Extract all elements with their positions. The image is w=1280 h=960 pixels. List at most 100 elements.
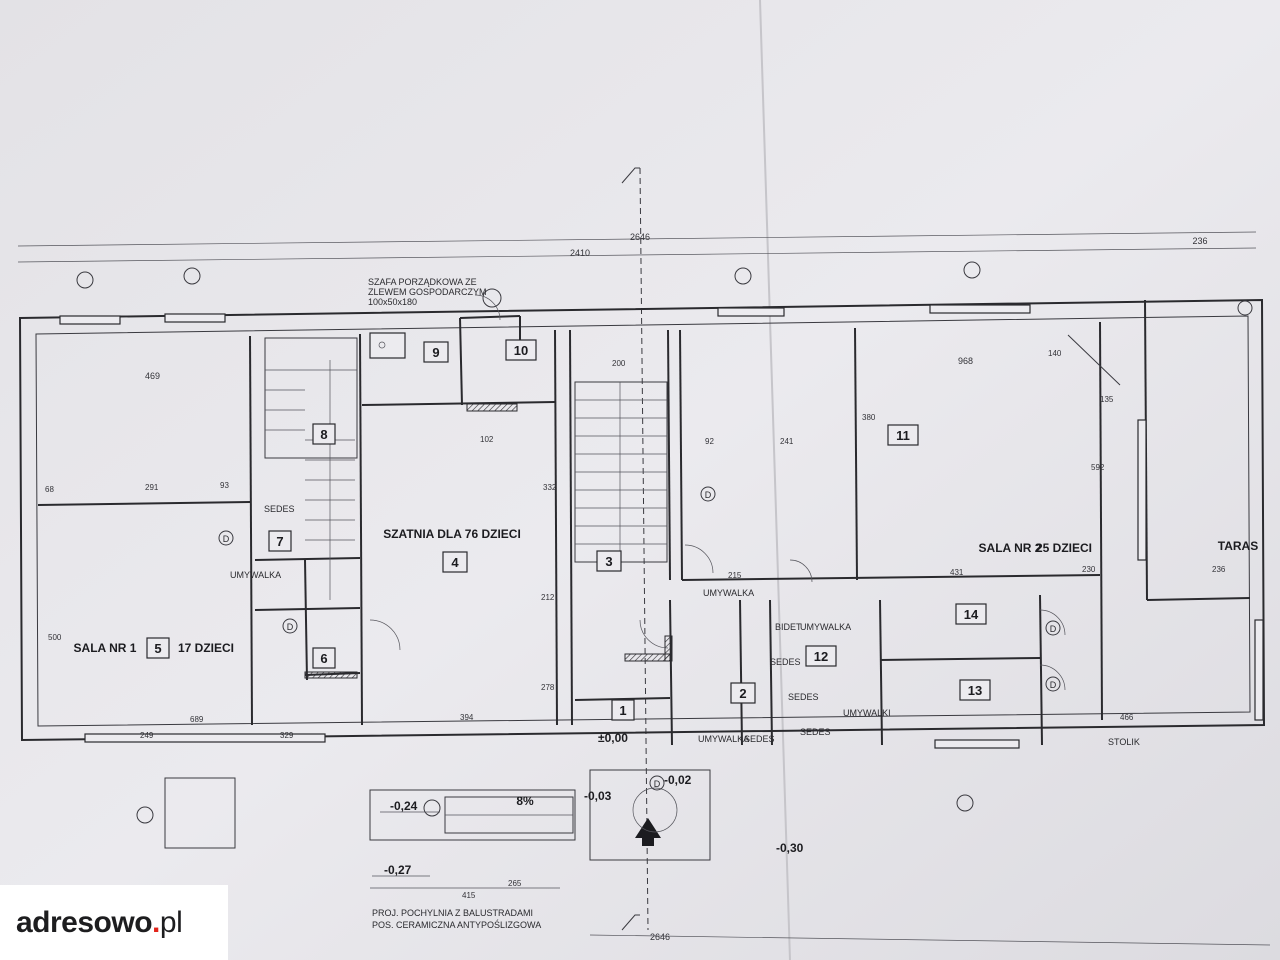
- room-11-number: 11: [896, 428, 910, 443]
- dim-466: 466: [1120, 713, 1134, 722]
- building-outline: [18, 298, 1266, 742]
- dim-278: 278: [541, 683, 555, 692]
- logo-brand: adresowo: [16, 905, 153, 939]
- sink-drain-icon: [378, 341, 386, 349]
- label-taras: TARAS: [1218, 539, 1258, 553]
- level-0-30: -0,30: [776, 841, 804, 855]
- room-9-number: 9: [432, 345, 439, 360]
- staircase-left: [264, 337, 358, 600]
- room-2-number: 2: [739, 686, 746, 701]
- room-12-number: 12: [814, 649, 828, 664]
- dim-249: 249: [140, 731, 154, 740]
- room-12-capacity: 25 DZIECI: [1036, 541, 1092, 555]
- paper-fold: [759, 0, 791, 960]
- room-13-box: [959, 679, 991, 701]
- door-swings: [369, 294, 1121, 691]
- dim-469: 469: [145, 371, 160, 381]
- room-4-box: [442, 551, 468, 573]
- room-3-box: [596, 550, 622, 572]
- dim-291: 291: [145, 483, 159, 492]
- room-12-box: [805, 645, 837, 667]
- dim-total-bottom: 2646: [650, 932, 670, 942]
- door-marker-1: D: [223, 534, 230, 544]
- dim-68: 68: [45, 485, 54, 494]
- dim-329: 329: [280, 731, 294, 740]
- utility-sink: [369, 332, 406, 359]
- dim-total-top: 2646: [630, 232, 650, 242]
- dim-431: 431: [950, 568, 964, 577]
- dim-215: 215: [728, 571, 742, 580]
- door-marker-6: D: [654, 779, 661, 789]
- dim-380: 380: [862, 413, 876, 422]
- dim-overall: 2410: [570, 248, 590, 258]
- label-szafa-line1: SZAFA PORZĄDKOWA ZE: [368, 277, 477, 287]
- label-umywalka-1: UMYWALKA: [230, 570, 281, 580]
- dim-968: 968: [958, 356, 973, 366]
- level-0-24: -0,24: [390, 799, 418, 813]
- label-sedes-1: SEDES: [264, 504, 295, 514]
- room-7-number: 7: [276, 534, 283, 549]
- level-0-02: -0,02: [664, 773, 692, 787]
- dim-140: 140: [1048, 349, 1062, 358]
- dim-592: 592: [1091, 463, 1105, 472]
- dim-236b: 236: [1212, 565, 1226, 574]
- room-labels: 1 2 3 SZATNIA DLA 76 DZIECI 4 SALA NR 1 …: [74, 339, 1092, 721]
- dim-200: 200: [612, 359, 626, 368]
- label-umywalka-5: UMYWALKA: [800, 622, 851, 632]
- room-5-box: [146, 637, 170, 659]
- axis-markers: [76, 261, 1253, 824]
- level-0-27: -0,27: [384, 863, 412, 877]
- room-1-box: [611, 699, 635, 721]
- room-13-number: 13: [968, 683, 982, 698]
- label-sedes-5: SEDES: [800, 727, 831, 737]
- section-line: [621, 167, 649, 931]
- label-szafa-line2: ZLEWEM GOSPODARCZYM: [368, 287, 487, 297]
- dim-689: 689: [190, 715, 204, 724]
- label-bidet: BIDET: [775, 622, 802, 632]
- door-marker-4: D: [1050, 624, 1057, 634]
- room-4-name: SZATNIA DLA 76 DZIECI: [383, 527, 521, 541]
- dim-500: 500: [48, 633, 62, 642]
- room-6-number: 6: [320, 651, 327, 666]
- dim-taras-width: 236: [1192, 236, 1207, 246]
- room-4-number: 4: [451, 555, 459, 570]
- room-11-box: [887, 424, 919, 446]
- fixture-labels: SZAFA PORZĄDKOWA ZE ZLEWEM GOSPODARCZYM …: [230, 277, 1258, 930]
- dim-135: 135: [1100, 395, 1114, 404]
- label-sedes-3: SEDES: [770, 657, 801, 667]
- hatched-blocks: [304, 403, 673, 679]
- entrance-arrow-icon: [635, 818, 661, 846]
- logo-tld: pl: [159, 905, 183, 939]
- room-8-number: 8: [320, 427, 327, 442]
- room-3-number: 3: [605, 554, 612, 569]
- room-8-box: [312, 423, 336, 445]
- dimension-values: 469 968 291 93 68 500 689 329 249 394 33…: [45, 349, 1226, 942]
- dim-394: 394: [460, 713, 474, 722]
- windows: [59, 304, 1264, 749]
- level-0-03: -0,03: [584, 789, 612, 803]
- dim-415: 415: [462, 891, 476, 900]
- room-10-box: [505, 339, 537, 361]
- entrance-ramp: [164, 769, 711, 861]
- bottom-dimension-lines: [370, 887, 1271, 946]
- level-marks: ±0,00 -0,02 -0,03 -0,24 -0,27 -0,30: [372, 731, 804, 877]
- label-umywalki-4: UMYWALKI: [843, 708, 891, 718]
- label-ramp-line2: POS. CERAMICZNA ANTYPOŚLIZGOWA: [372, 919, 541, 930]
- label-ramp-slope: 8%: [516, 794, 534, 808]
- dim-332: 332: [543, 483, 557, 492]
- interior-walls: [37, 299, 1251, 746]
- dim-241: 241: [780, 437, 794, 446]
- label-umywalka-2: UMYWALKA: [703, 588, 754, 598]
- dim-93: 93: [220, 481, 229, 490]
- room-10-number: 10: [514, 343, 528, 358]
- staircase-center: [574, 381, 668, 563]
- room-5-capacity: 17 DZIECI: [178, 641, 234, 655]
- room-5-name: SALA NR 1: [74, 641, 137, 655]
- room-12-name: SALA NR 2: [979, 541, 1042, 555]
- door-markers: D D D D D D: [218, 486, 1061, 791]
- door-marker-3: D: [705, 490, 712, 500]
- room-1-number: 1: [619, 703, 626, 718]
- label-szafa-line3: 100x50x180: [368, 297, 417, 307]
